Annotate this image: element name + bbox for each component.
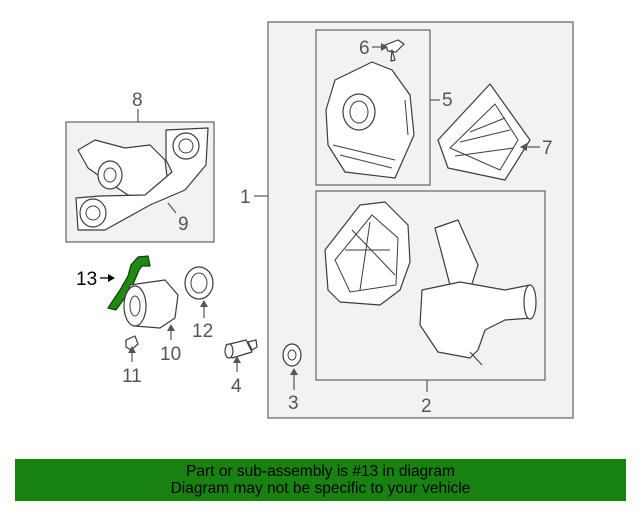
callout-1: 1 (240, 187, 251, 208)
callout-leaders (100, 43, 540, 392)
callout-10: 10 (160, 344, 181, 365)
banner-line-1: Part or sub-assembly is #13 in diagram (186, 463, 455, 480)
callout-5: 5 (442, 90, 453, 111)
callout-4: 4 (231, 376, 242, 397)
callout-6: 6 (359, 38, 370, 59)
parts-diagram: 1 2 3 4 5 6 7 8 9 10 11 12 13 (65, 21, 574, 419)
part-5-upper-housing (325, 61, 415, 179)
callout-13: 13 (76, 269, 97, 290)
callout-9: 9 (178, 214, 189, 235)
callout-8: 8 (132, 90, 143, 111)
banner-line-2: Diagram may not be specific to your vehi… (170, 480, 471, 497)
part-6-clip (384, 39, 405, 62)
part-3-grommet (282, 343, 302, 367)
callout-12: 12 (192, 321, 213, 342)
callout-11: 11 (122, 366, 142, 387)
info-banner: Part or sub-assembly is #13 in diagram D… (15, 459, 626, 501)
part-11-screw (125, 335, 139, 351)
part-12-gasket (184, 266, 214, 300)
part-4-sensor (224, 339, 258, 359)
part-8-resonator (75, 127, 209, 231)
callout-3: 3 (288, 393, 299, 414)
callout-7: 7 (542, 138, 553, 159)
part-7-filter-element (437, 83, 531, 181)
callout-2: 2 (421, 396, 432, 417)
part-2-lower-housing (324, 201, 537, 366)
part-10-sensor (123, 279, 179, 329)
